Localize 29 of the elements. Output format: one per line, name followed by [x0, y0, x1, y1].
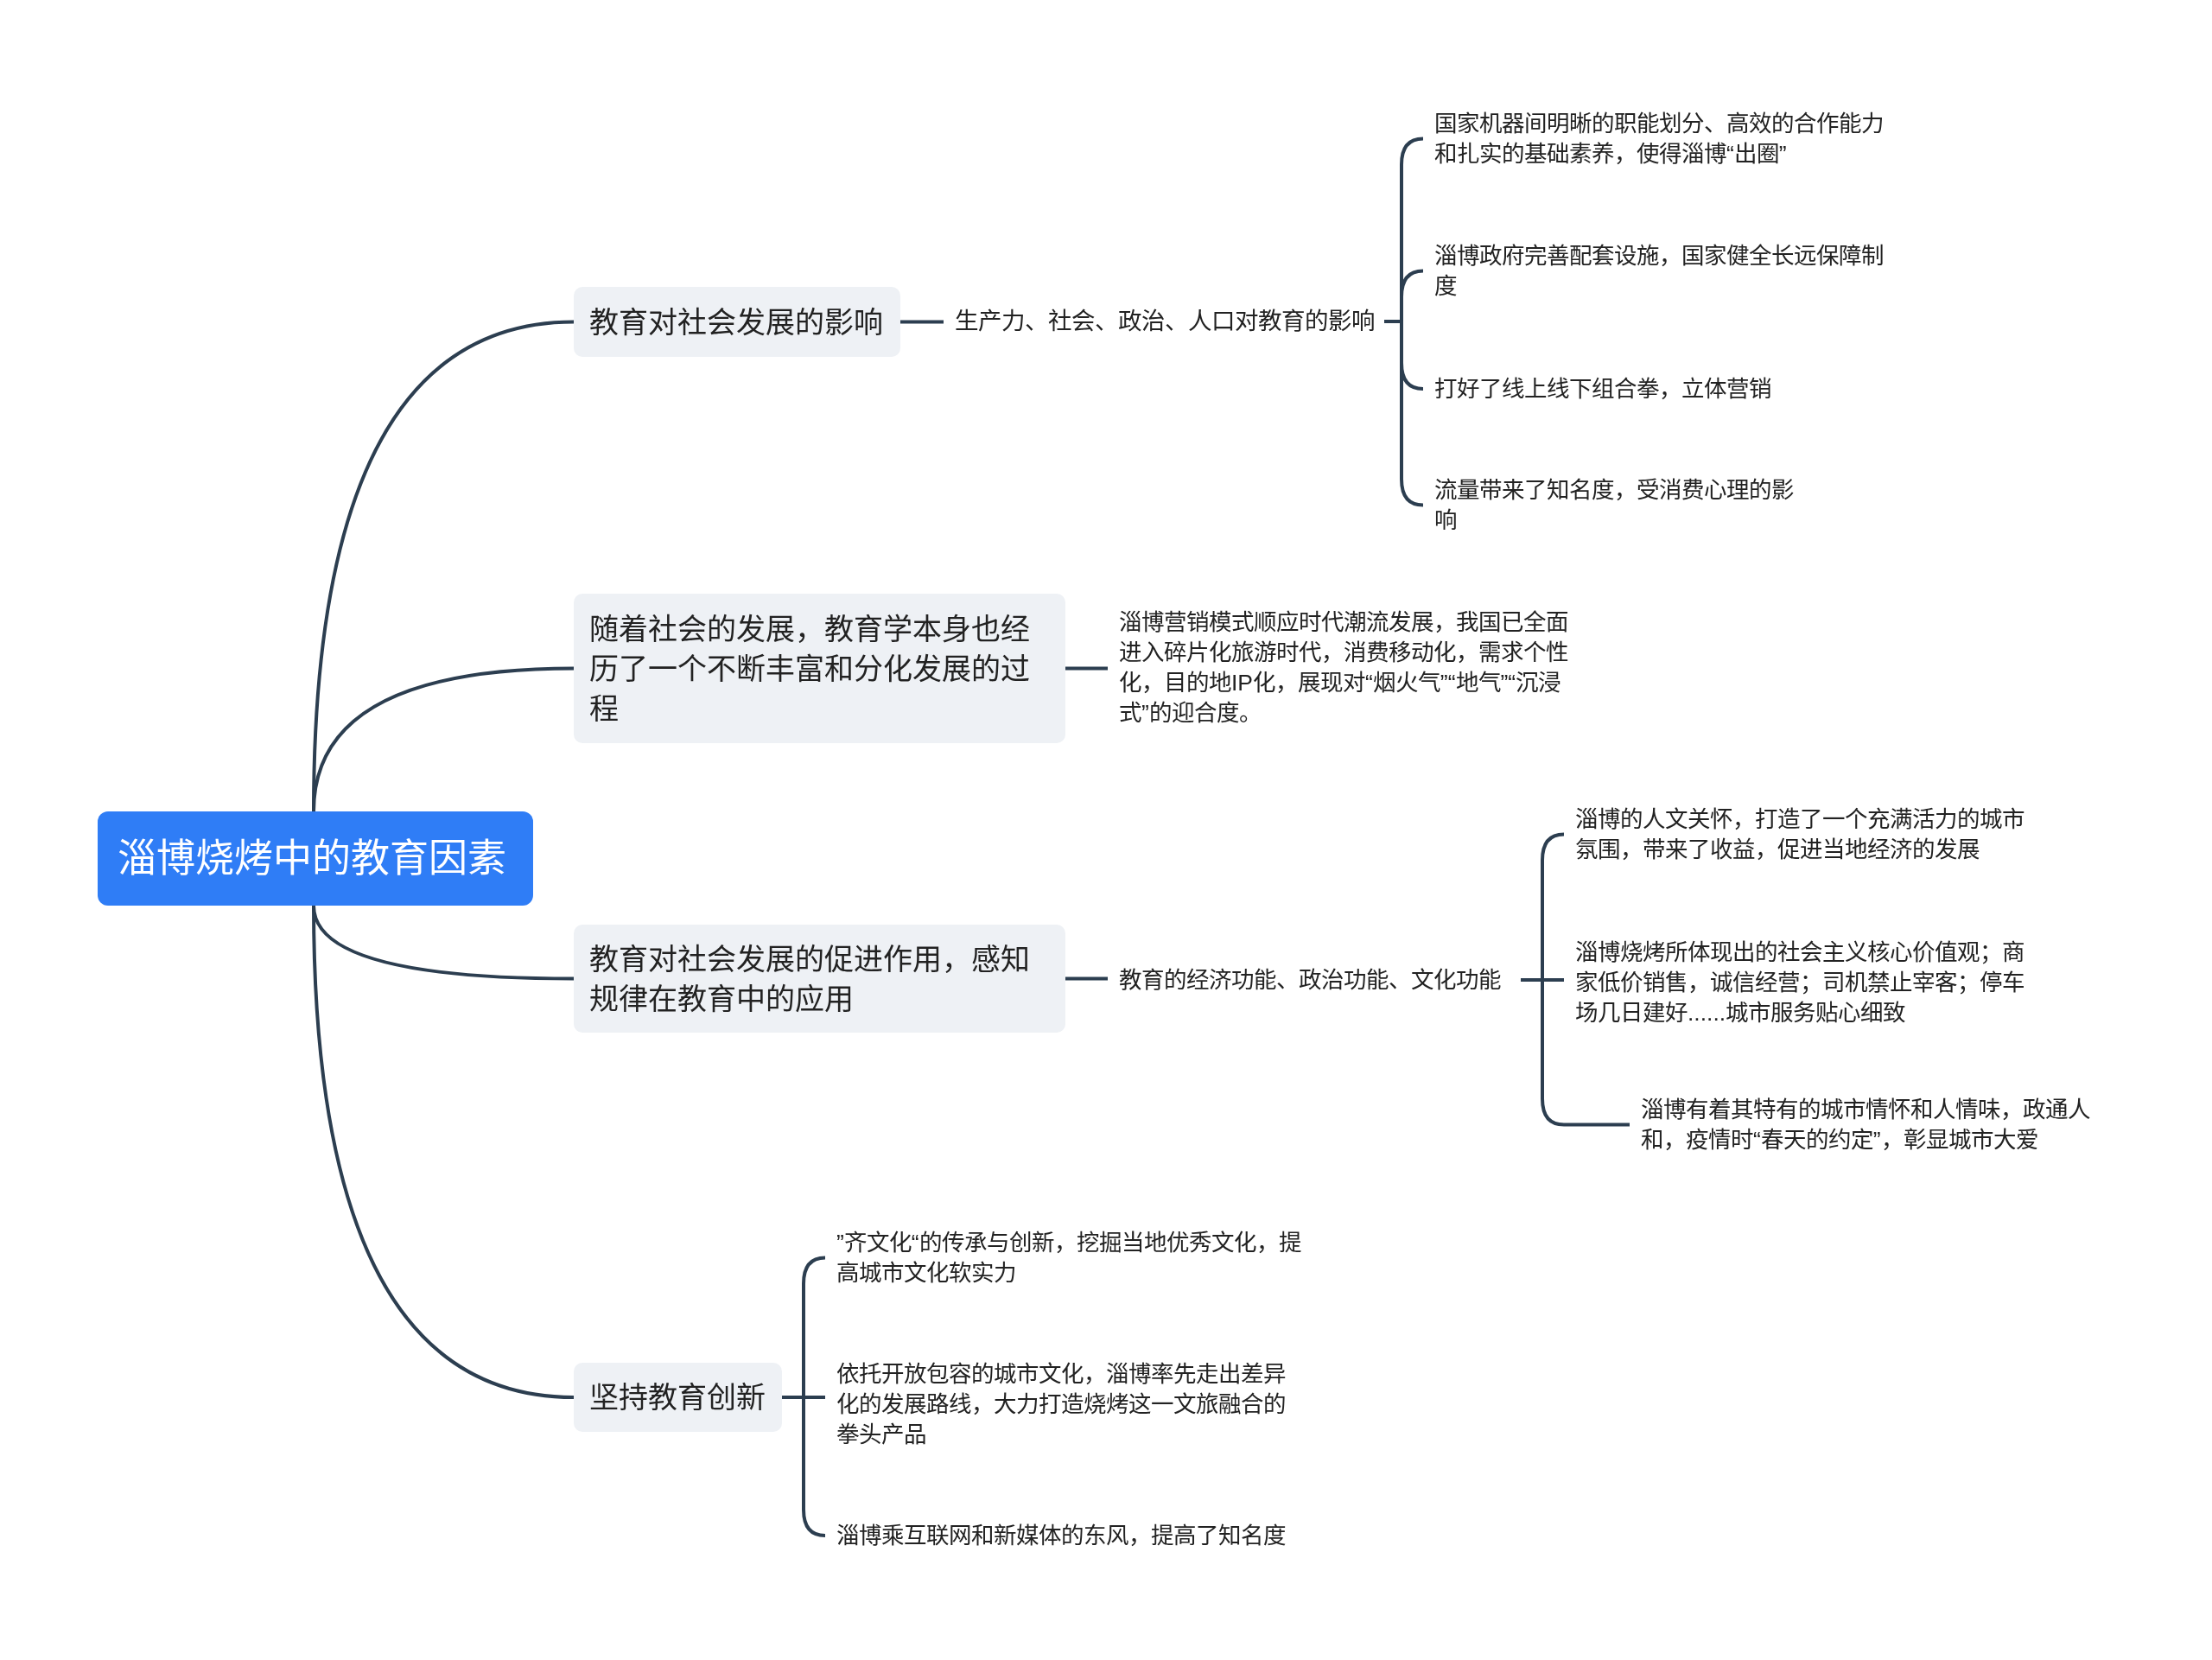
topic-text: 教育对社会发展的促进作用，感知规律在教育中的应用 — [589, 941, 1031, 1017]
detail-text: 打好了线上线下组合拳，立体营销 — [1434, 374, 1771, 404]
connector-line — [1065, 666, 1108, 671]
detail-text: 淄博烧烤所体现出的社会主义核心价值观；商家低价销售，诚信经营；司机禁止宰客；停车场几日建好......城市服务贴心细致 — [1575, 938, 2025, 1027]
topic-box — [574, 1363, 782, 1432]
topic-box — [574, 594, 1065, 743]
branch-curve — [312, 905, 575, 1399]
topic-text: 坚持教育创新 — [589, 1380, 766, 1415]
connector-line — [1521, 978, 1630, 1127]
connector-line — [1065, 976, 1108, 981]
connector-line — [900, 320, 944, 324]
detail-text: 教育的经济功能、政治功能、文化功能 — [1119, 965, 1501, 995]
detail-text: 流量带来了知名度，受消费心理的影响 — [1434, 475, 1795, 535]
detail-text: 淄博有着其特有的城市情怀和人情味，政通人和，疫情时“春天的约定”，彰显城市大爱 — [1641, 1095, 2091, 1154]
detail-text: 依托开放包容的城市文化，淄博率先走出差异化的发展路线，大力打造烧烤这一文旅融合的拳头产品 — [836, 1359, 1287, 1449]
detail-text: 淄博的人文关怀，打造了一个充满活力的城市氛围，带来了收益，促进当地经济的发展 — [1575, 805, 2025, 864]
topic-box — [574, 925, 1065, 1033]
branch-curve — [312, 666, 575, 812]
central-topic-text: 淄博烧烤中的教育因素 — [118, 835, 506, 882]
detail-text: 淄博营销模式顺应时代潮流发展，我国已全面进入碎片化旅游时代，消费移动化，需求个性化，目的地IP化，展现对“烟火气”“地气”“沉浸式”的迎合度。 — [1119, 608, 1569, 728]
topic-text: 随着社会的发展，教育学本身也经历了一个不断丰富和分化发展的过程 — [589, 611, 1031, 727]
topic-box — [574, 287, 900, 357]
topic-text: 教育对社会发展的影响 — [589, 304, 883, 340]
subtopic-text: 生产力、社会、政治、人口对教育的影响 — [955, 307, 1375, 336]
central-topic-box — [98, 811, 533, 906]
detail-text: ”齐文化“的传承与创新，挖掘当地优秀文化，提高城市文化软实力 — [836, 1228, 1302, 1288]
detail-text: 淄博乘互联网和新媒体的东风，提高了知名度 — [836, 1521, 1286, 1550]
detail-text: 淄博政府完善配套设施，国家健全长远保障制度 — [1434, 241, 1885, 301]
detail-text: 国家机器间明晰的职能划分、高效的合作能力和扎实的基础素养，使得淄博“出圈” — [1434, 109, 1885, 169]
